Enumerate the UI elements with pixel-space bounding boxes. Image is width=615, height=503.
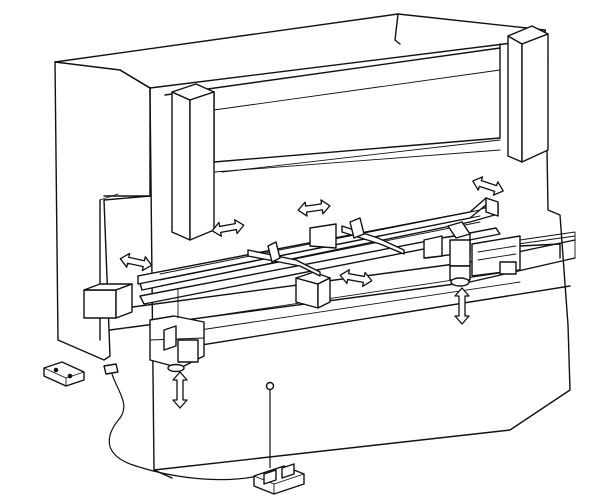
right-rail-carriage — [423, 235, 521, 277]
control-cable — [103, 363, 275, 481]
arrow-mid — [297, 199, 331, 217]
z-axis-carriage — [83, 283, 205, 373]
x-axis-carriage — [295, 223, 337, 309]
right-side-column — [507, 25, 549, 163]
arrow-left-vertical — [172, 371, 188, 409]
foot-pedal — [253, 463, 305, 495]
left-side-column — [171, 83, 215, 241]
motion-arrows — [119, 176, 504, 409]
arrow-top-right — [472, 176, 504, 196]
arrow-right-vertical — [454, 287, 470, 325]
arrow-left-upper — [211, 219, 245, 237]
backgauge-finger-middle — [341, 217, 405, 255]
floor-anchor-plate — [43, 361, 85, 387]
arrow-left — [119, 252, 153, 272]
arrow-center-low — [339, 269, 373, 287]
backgauge-finger-left — [247, 241, 321, 277]
